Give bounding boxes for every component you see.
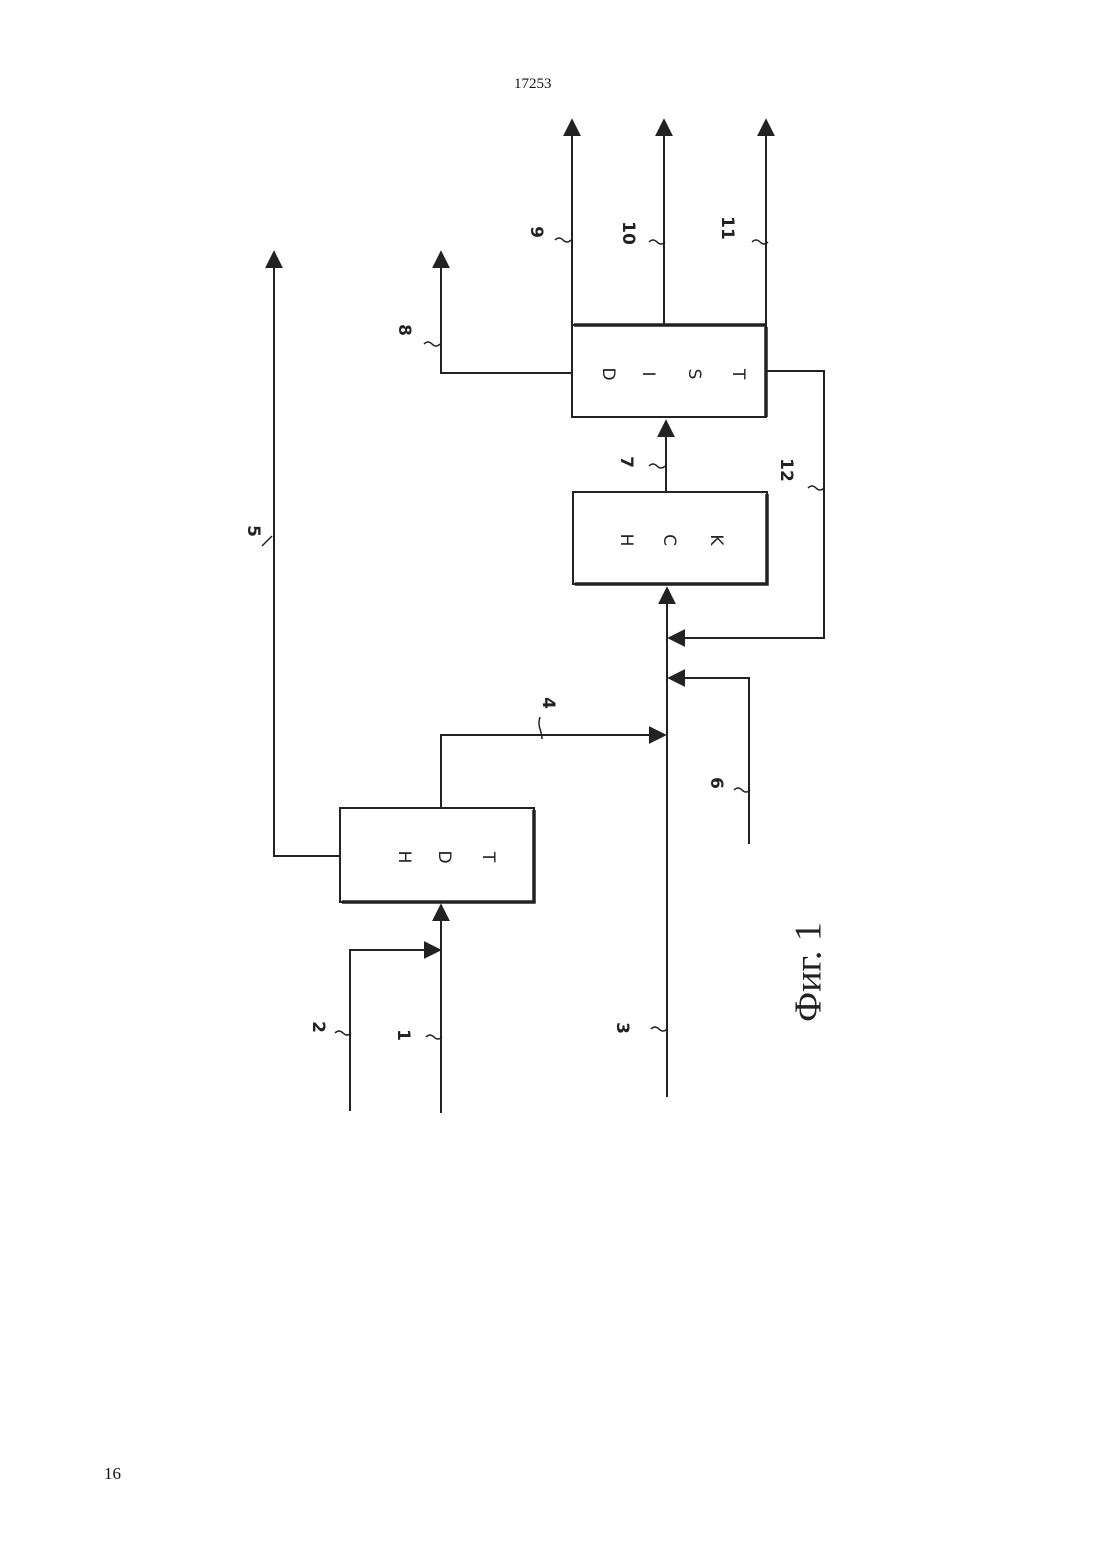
stream-4-line	[441, 735, 665, 808]
stream-label-8: 8	[394, 324, 414, 336]
unit-hdt-letter-3: T	[478, 851, 498, 863]
leader-9	[555, 238, 571, 242]
unit-dist-letter-1: D	[598, 367, 618, 380]
unit-hdt-letter-1: H	[394, 851, 414, 864]
leader-2	[335, 1031, 351, 1035]
leader-6	[734, 788, 750, 792]
unit-dist: D I S T	[572, 325, 766, 417]
unit-dist-letter-4: T	[728, 368, 748, 380]
unit-hdt-letter-2: D	[434, 850, 454, 863]
stream-8-line	[441, 252, 572, 373]
leader-1	[426, 1035, 442, 1039]
unit-dist-letter-2: I	[638, 371, 658, 376]
stream-5-line	[274, 252, 340, 856]
unit-hck: H C K	[573, 492, 767, 584]
leader-5	[262, 536, 272, 546]
unit-hck-letter-2: C	[659, 534, 679, 546]
stream-label-9: 9	[526, 226, 546, 238]
unit-hck-letter-1: H	[616, 534, 636, 547]
stream-label-3: 3	[612, 1022, 632, 1034]
leader-12	[808, 486, 824, 490]
stream-label-12: 12	[776, 458, 796, 482]
leader-8	[424, 342, 440, 346]
stream-6-line	[669, 678, 749, 844]
leader-10	[649, 240, 665, 244]
stream-label-10: 10	[618, 221, 638, 245]
stream-label-11: 11	[717, 216, 737, 240]
stream-label-2: 2	[308, 1021, 328, 1033]
stream-label-7: 7	[616, 456, 636, 468]
unit-hdt: H D T	[340, 808, 534, 902]
leader-3	[651, 1027, 667, 1031]
stream-label-6: 6	[706, 777, 726, 789]
stream-label-5: 5	[243, 525, 263, 537]
stream-label-1: 1	[393, 1029, 413, 1041]
unit-dist-letter-3: S	[684, 369, 704, 380]
unit-hck-letter-3: K	[706, 534, 726, 546]
stream-label-4: 4	[538, 697, 558, 709]
figure-caption: Фиг. 1	[788, 922, 830, 1022]
leader-7	[649, 464, 665, 468]
